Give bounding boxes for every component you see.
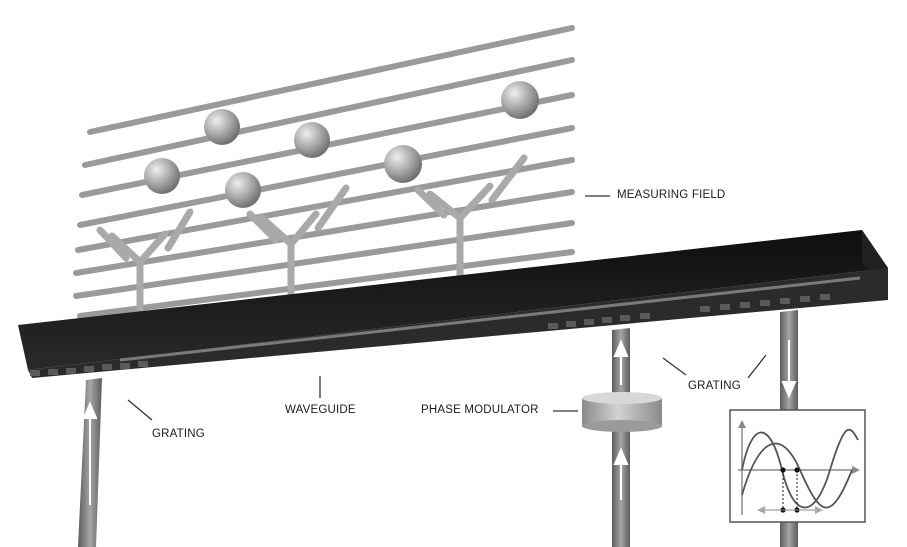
inset-y-arrow-icon	[738, 420, 746, 428]
antibody	[246, 184, 350, 300]
label-grating-left: GRATING	[152, 428, 205, 440]
waveguide-core-line	[119, 276, 861, 362]
analyte-spheres	[144, 81, 539, 208]
inset-shift-arrow-icon	[815, 506, 823, 514]
grating-left-comb	[30, 361, 148, 376]
label-phase-modulator: PHASE MODULATOR	[421, 404, 539, 416]
inset-point	[794, 467, 800, 473]
inset-x-arrow-icon	[852, 466, 860, 474]
sphere	[144, 158, 180, 194]
arrow-up-icon	[613, 339, 629, 385]
sphere	[501, 81, 539, 119]
phase-modulator	[582, 392, 662, 432]
reference-beam	[612, 328, 630, 547]
leader-lines	[127, 195, 767, 421]
leader-grating-right-a	[662, 357, 687, 376]
inset-wave-reference	[741, 428, 859, 509]
leader-grating-right-b	[747, 354, 767, 379]
waveguide-slab	[18, 230, 888, 378]
inset-point	[780, 467, 786, 473]
arrow-down-icon	[781, 340, 797, 399]
arrow-up-icon	[82, 401, 98, 505]
field-line	[77, 249, 575, 319]
leader-grating-left	[127, 399, 153, 421]
sphere	[225, 172, 261, 208]
antibody	[414, 154, 528, 280]
label-measuring-field: MEASURING FIELD	[617, 189, 726, 201]
antibody	[96, 208, 194, 316]
antibodies	[96, 154, 528, 316]
field-line	[82, 57, 575, 168]
field-line	[73, 220, 575, 299]
grating-right-comb	[548, 294, 830, 329]
sphere	[204, 109, 240, 145]
arrow-up-icon	[613, 447, 629, 500]
field-line	[87, 25, 575, 135]
label-grating-right: GRATING	[688, 380, 741, 392]
interference-inset	[729, 409, 866, 523]
waveguide-top-face	[18, 230, 888, 370]
sphere	[294, 122, 330, 158]
inset-wave-shifted	[741, 442, 853, 509]
beam-arrows	[82, 339, 797, 505]
field-line	[73, 189, 575, 276]
inset-shift-arrow-icon	[757, 506, 765, 514]
sphere	[384, 145, 422, 183]
field-line	[77, 125, 575, 228]
label-waveguide: WAVEGUIDE	[285, 404, 356, 416]
